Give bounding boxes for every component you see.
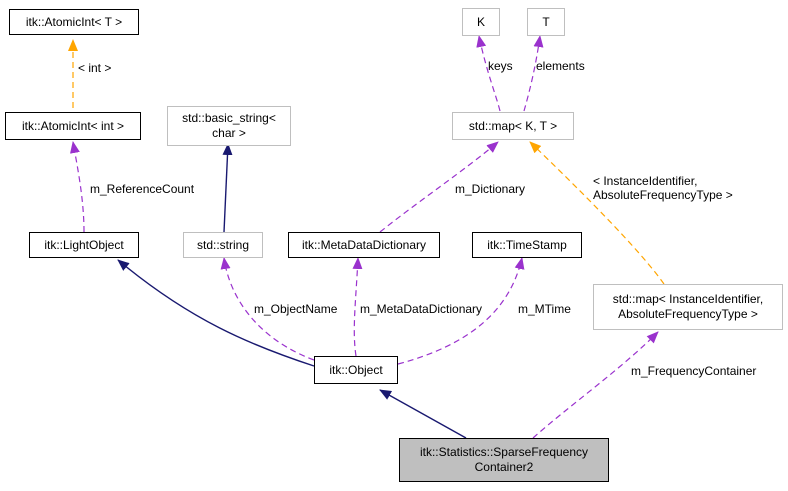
node-meta-data-dictionary-text-line: itk::MetaDataDictionary (301, 237, 427, 252)
edge-dictionary (379, 141, 499, 233)
node-basic-string-text-line: std::basic_string< (182, 111, 276, 125)
node-std-map-instance-text-line: std::map< InstanceIdentifier, (612, 292, 764, 306)
node-std-map-instance[interactable]: std::map< InstanceIdentifier,AbsoluteFre… (593, 284, 783, 330)
node-object-text-line: itk::Object (329, 362, 383, 377)
node-std-map-instance-text-line: AbsoluteFrequencyType > (618, 307, 758, 321)
edge-object-inherits-light-object (117, 259, 315, 367)
edge-mtime (397, 257, 525, 365)
label-int-template: < int > (78, 61, 111, 75)
label-elements-text-line: elements (536, 59, 585, 73)
node-k-text-line: K (476, 14, 485, 29)
node-atomic-int-int[interactable]: itk::AtomicInt< int > (5, 112, 141, 140)
node-sparse-frequency-container-text-line: itk::Statistics::SparseFrequency (419, 445, 589, 459)
edge-frequency-container (532, 331, 659, 439)
node-k[interactable]: K (462, 8, 500, 36)
node-light-object-text-line: itk::LightObject (44, 237, 124, 252)
label-frequency-container: m_FrequencyContainer (631, 364, 756, 378)
edge-meta-data-dictionary (352, 257, 363, 357)
node-std-map-kt[interactable]: std::map< K, T > (452, 112, 574, 140)
label-instance-template-text-line: < InstanceIdentifier, (593, 174, 698, 188)
label-meta-data-dictionary: m_MetaDataDictionary (360, 302, 482, 316)
node-light-object[interactable]: itk::LightObject (29, 232, 139, 258)
node-t[interactable]: T (527, 8, 565, 36)
node-sparse-frequency-container-text-line: Container2 (474, 460, 534, 474)
node-atomic-int-t-text-line: itk::AtomicInt< T > (25, 14, 123, 29)
edge-keys (476, 35, 501, 112)
label-mtime-text-line: m_MTime (518, 302, 571, 316)
label-keys-text-line: keys (488, 59, 513, 73)
label-reference-count: m_ReferenceCount (90, 182, 194, 196)
label-int-template-text-line: < int > (78, 61, 112, 75)
label-keys: keys (488, 59, 513, 73)
label-object-name-text-line: m_ObjectName (254, 302, 338, 316)
label-reference-count-text-line: m_ReferenceCount (90, 182, 195, 196)
edge-string-inherits-basic-string (222, 143, 233, 233)
node-basic-string-text-line: char > (212, 126, 246, 140)
node-atomic-int-int-text-line: itk::AtomicInt< int > (21, 118, 125, 133)
label-object-name: m_ObjectName (254, 302, 337, 316)
node-object[interactable]: itk::Object (314, 356, 398, 384)
node-time-stamp-text-line: itk::TimeStamp (487, 237, 567, 252)
label-dictionary: m_Dictionary (455, 182, 525, 196)
node-t-text-line: T (542, 14, 550, 29)
edge-reference-count (70, 141, 85, 233)
node-atomic-int-t[interactable]: itk::AtomicInt< T > (9, 9, 139, 35)
edge-elements (523, 35, 544, 112)
label-instance-template: < InstanceIdentifier,AbsoluteFrequencyTy… (593, 174, 733, 202)
node-meta-data-dictionary[interactable]: itk::MetaDataDictionary (288, 232, 440, 258)
node-basic-string[interactable]: std::basic_string<char > (167, 106, 291, 146)
node-std-map-kt-text-line: std::map< K, T > (468, 118, 558, 133)
node-std-string-text-line: std::string (196, 237, 250, 252)
label-dictionary-text-line: m_Dictionary (455, 182, 526, 196)
label-meta-data-dictionary-text-line: m_MetaDataDictionary (360, 302, 483, 316)
label-frequency-container-text-line: m_FrequencyContainer (631, 364, 757, 378)
edge-map-instance-template (529, 141, 665, 285)
label-mtime: m_MTime (518, 302, 571, 316)
label-instance-template-text-line: AbsoluteFrequencyType > (593, 188, 733, 202)
edge-sparse-inherits-object (379, 389, 467, 439)
node-std-string[interactable]: std::string (183, 232, 263, 258)
label-elements: elements (536, 59, 585, 73)
node-time-stamp[interactable]: itk::TimeStamp (472, 232, 582, 258)
